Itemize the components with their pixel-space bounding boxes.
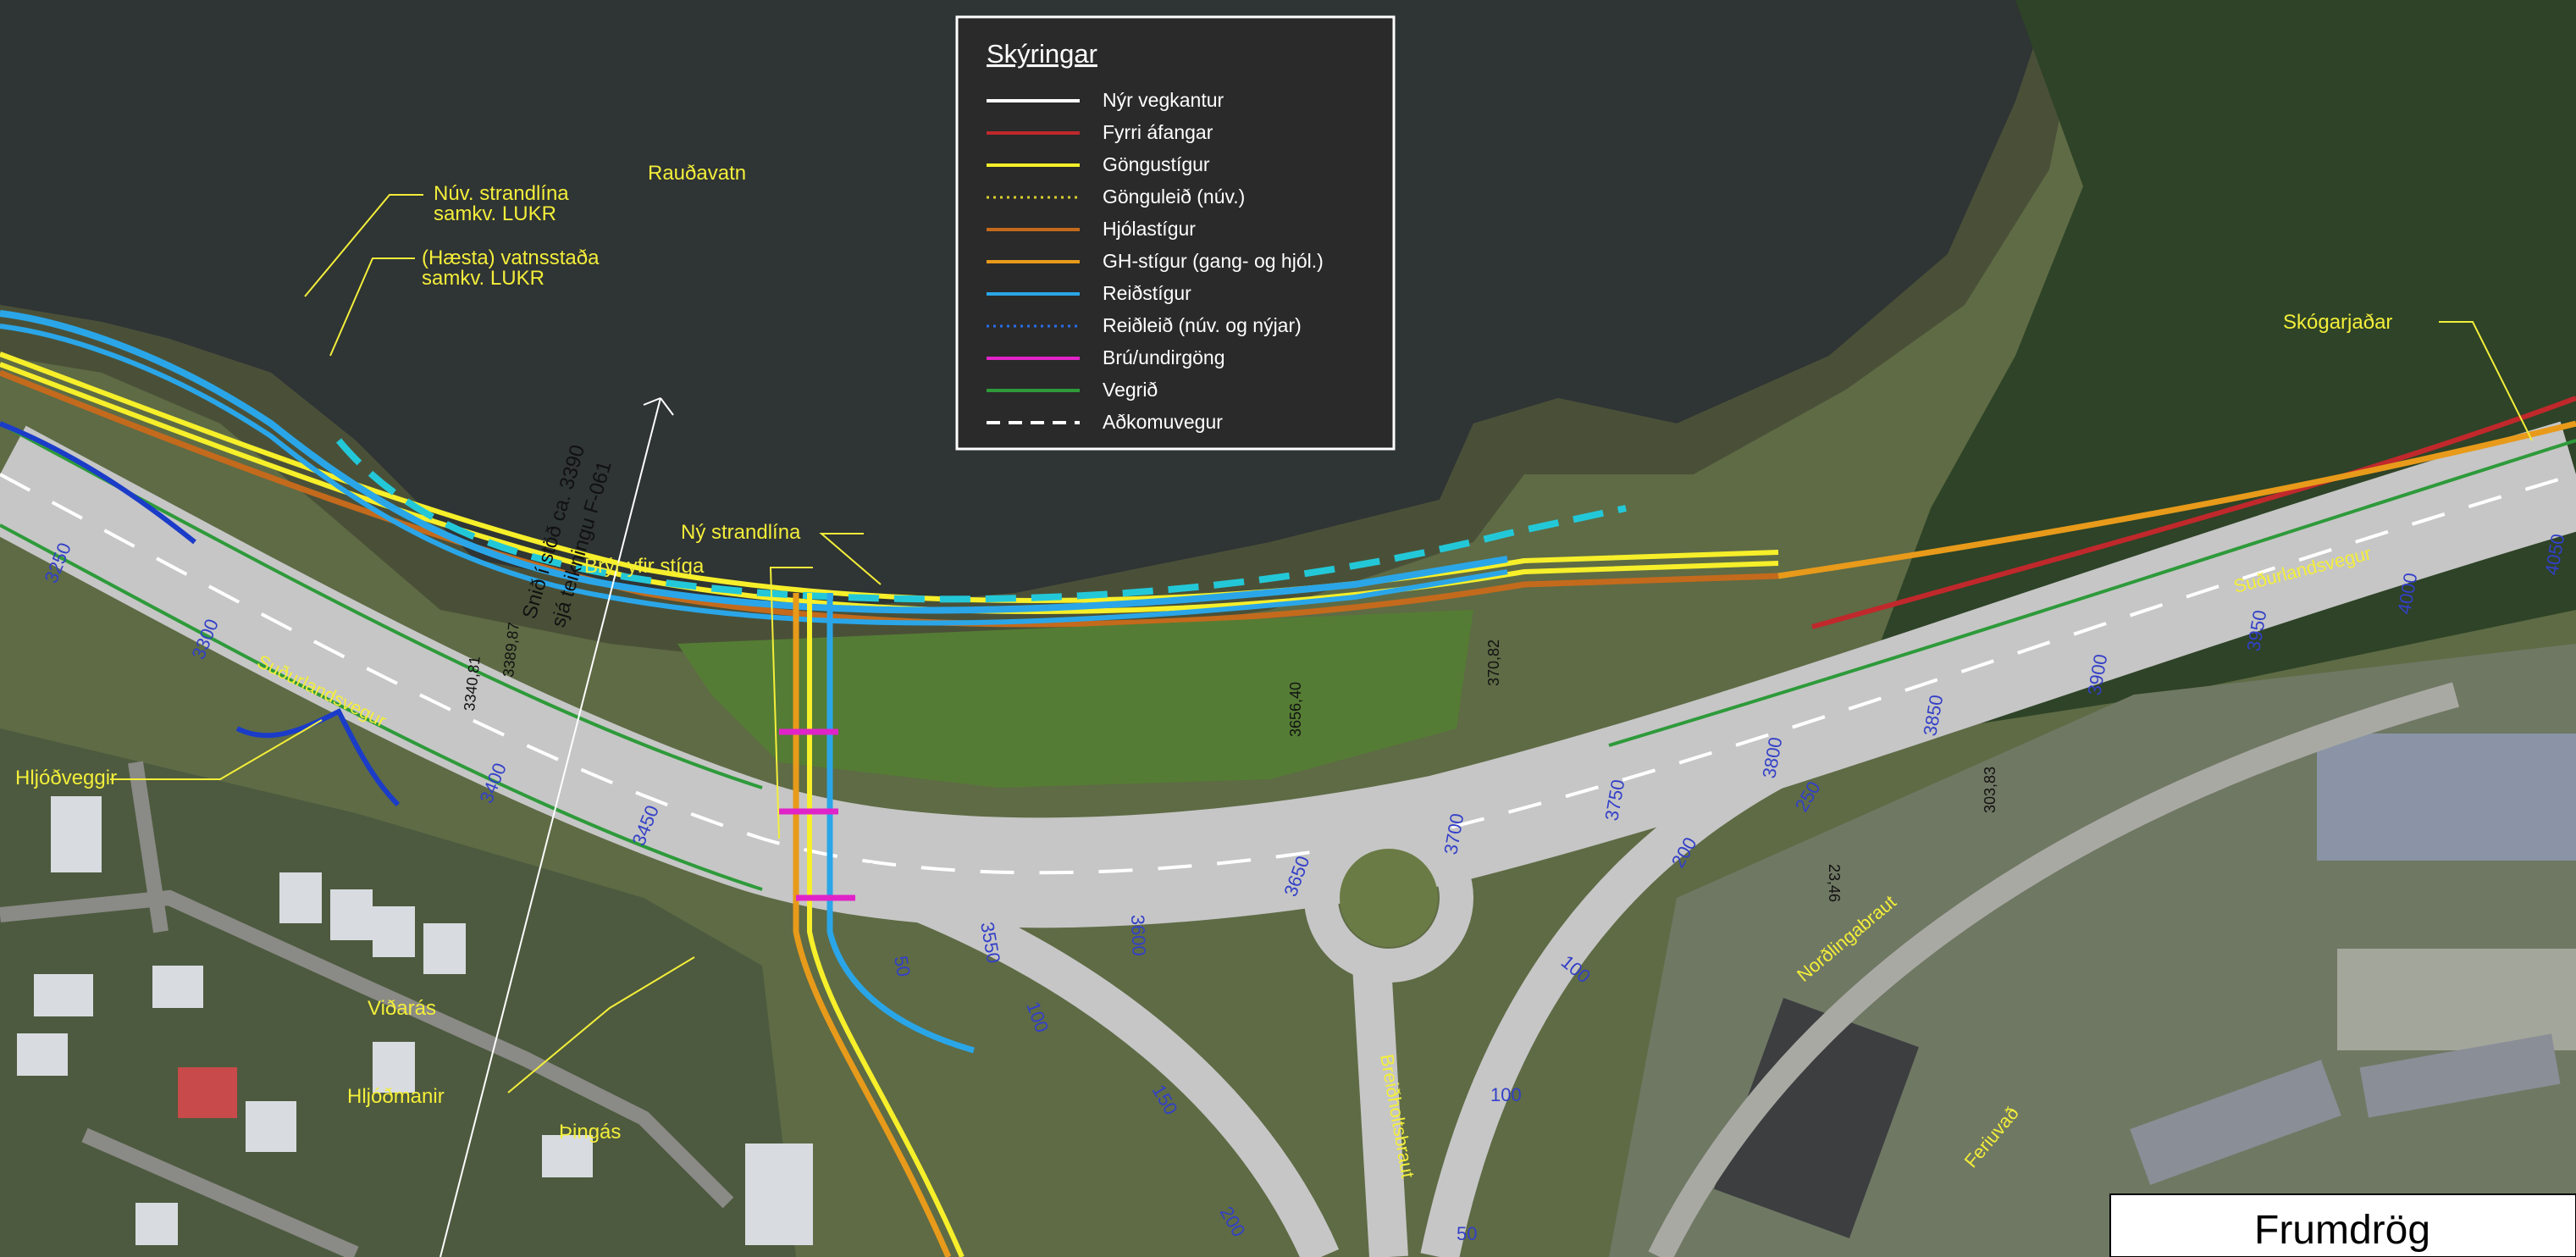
label-noise-wall: Hljóðveggir xyxy=(15,767,117,789)
building-apartments xyxy=(2130,1060,2341,1185)
legend-item: Aðkomuvegur xyxy=(987,411,1223,433)
house-red-roof xyxy=(178,1067,237,1118)
label-lake: Rauðavatn xyxy=(648,162,746,185)
callout-lines xyxy=(110,194,2533,1094)
gh-path-east xyxy=(1777,420,2576,579)
legend-box xyxy=(955,15,1396,451)
station-label: 3600 xyxy=(1127,914,1150,956)
elevation-label: 23,46 xyxy=(1826,864,1843,902)
legend-label: Reiðstígur xyxy=(1103,282,1191,304)
legend-item: GH-stígur (gang- og hjól.) xyxy=(987,250,1324,272)
label-shoreline-current-1: Núv. strandlína xyxy=(434,182,569,205)
legend-item: Reiðstígur xyxy=(987,282,1191,304)
legend-item: Hjólastígur xyxy=(987,218,1196,240)
label-shoreline-current-2: samkv. LUKR xyxy=(434,202,556,225)
legend-label: Aðkomuvegur xyxy=(1103,411,1223,433)
road-nordlingabraut xyxy=(1648,682,2460,1257)
legend-label: Vegrið xyxy=(1103,379,1158,401)
new-green-area xyxy=(677,610,1473,788)
label-forest: Skógarjaðar xyxy=(2283,311,2392,334)
section-arrow xyxy=(643,397,674,416)
legend-item: Gönguleið (núv.) xyxy=(987,186,1245,208)
elevation-label: 370,82 xyxy=(1485,640,1502,686)
horse-trail-west xyxy=(0,421,401,807)
label-street-thingas: Þingás xyxy=(559,1121,621,1143)
elevation-label: 303,83 xyxy=(1982,767,1998,813)
roundabout-island xyxy=(1340,849,1438,947)
label-bridge-over-path: Brýr yfir stíga xyxy=(584,555,705,578)
legend-item: Vegrið xyxy=(987,379,1158,401)
legend-label: Reiðleið (núv. og nýjar) xyxy=(1103,314,1302,336)
stamp-box xyxy=(2109,1193,2576,1257)
legend-label: Hjólastígur xyxy=(1103,218,1196,240)
legend-label: Nýr vegkantur xyxy=(1103,89,1224,111)
label-water-level-1: (Hæsta) vatnsstaða xyxy=(422,246,600,269)
label-street-vidaras: Viðarás xyxy=(368,997,436,1020)
stamp-text: Frumdrög xyxy=(2254,1208,2430,1253)
label-new-shoreline: Ný strandlína xyxy=(681,521,801,544)
path-bundle-north xyxy=(0,310,1779,628)
legend-item: Göngustígur xyxy=(987,153,1210,175)
houses xyxy=(17,796,813,1245)
station-label: 100 xyxy=(1490,1084,1522,1105)
elevation-label: 3656,40 xyxy=(1287,682,1304,737)
bridges xyxy=(779,728,855,901)
legend-label: Göngustígur xyxy=(1103,153,1210,175)
underpass-paths xyxy=(793,593,975,1257)
parking-lot xyxy=(2337,949,2576,1050)
building-apartments-2 xyxy=(2359,1033,2561,1118)
label-noise-berm: Hljóðmanir xyxy=(347,1085,445,1108)
label-water-level-2: samkv. LUKR xyxy=(422,267,544,290)
legend-label: GH-stígur (gang- og hjól.) xyxy=(1103,250,1324,272)
legend-item: Brú/undirgöng xyxy=(987,346,1225,368)
residential-streets xyxy=(0,761,734,1257)
legend-item: Reiðleið (núv. og nýjar) xyxy=(987,314,1302,336)
legend-label: Gönguleið (núv.) xyxy=(1103,186,1245,208)
building-industrial xyxy=(2317,734,2576,861)
residential-area xyxy=(0,728,796,1257)
legend-item: Fyrri áfangar xyxy=(987,121,1213,143)
station-label: 50 xyxy=(890,955,915,978)
legend-label: Fyrri áfangar xyxy=(1103,121,1213,143)
section-line xyxy=(439,397,661,1257)
station-label: 50 xyxy=(1457,1223,1477,1244)
building-warehouse xyxy=(1714,998,1919,1238)
legend-label: Brú/undirgöng xyxy=(1103,346,1225,368)
previous-phase-line xyxy=(1811,396,2576,629)
legend-item: Nýr vegkantur xyxy=(987,89,1224,111)
legend-title: Skýringar xyxy=(987,39,1097,69)
ramps xyxy=(857,710,1871,1257)
